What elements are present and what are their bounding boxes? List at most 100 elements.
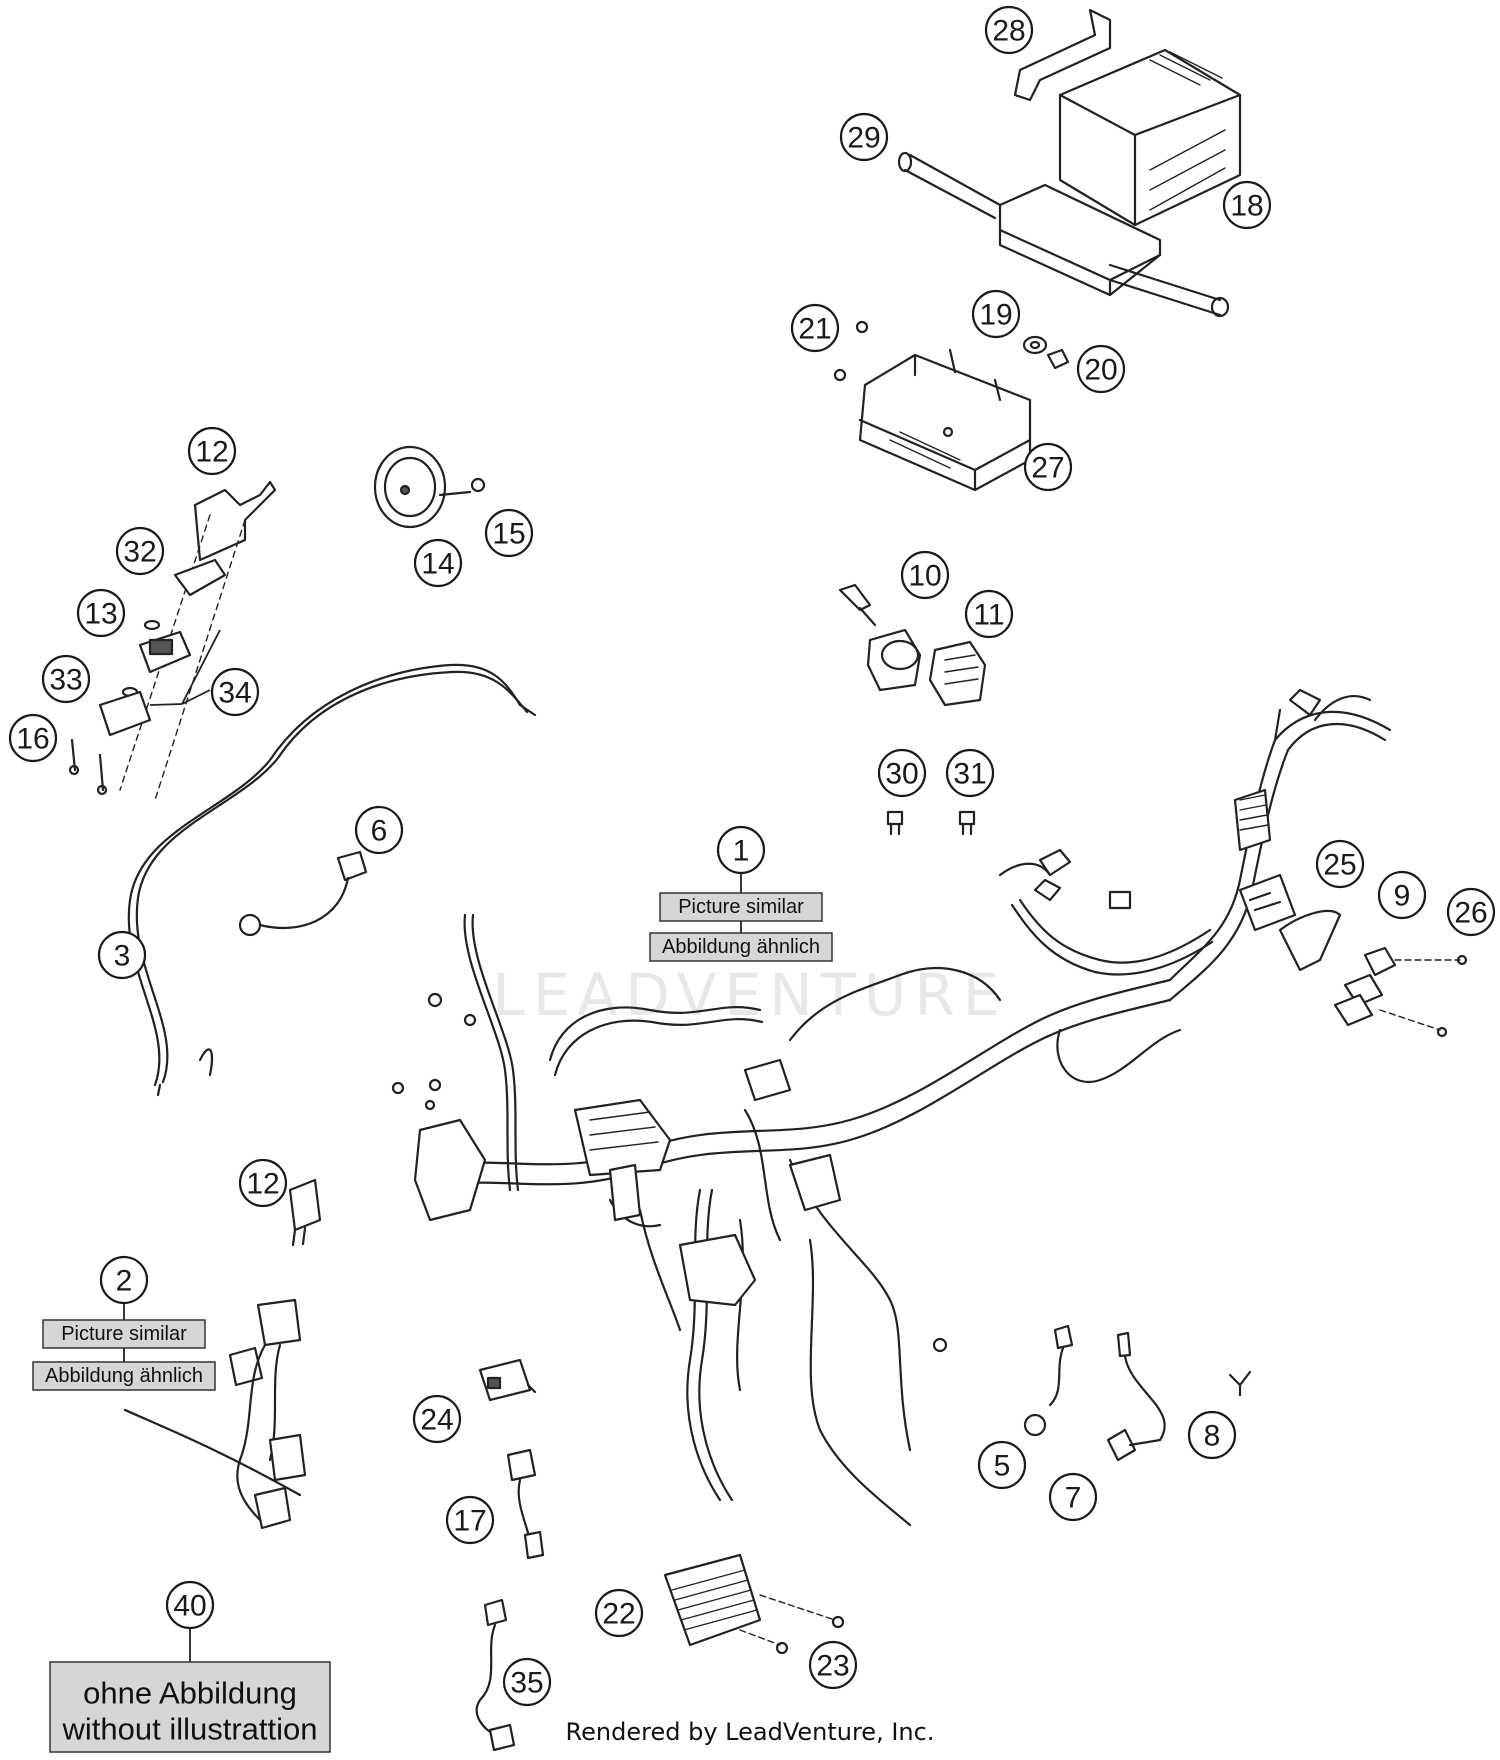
callout-24: 24 [412, 1394, 462, 1444]
sub-harness-part [123, 1298, 307, 1530]
svg-text:9: 9 [1394, 880, 1411, 913]
svg-text:15: 15 [492, 518, 525, 551]
svg-text:26: 26 [1454, 897, 1487, 930]
fuse-holder-part [1278, 910, 1468, 1038]
callout-30: 30 [877, 748, 927, 798]
callout-40: 40 [165, 1580, 215, 1630]
svg-text:3: 3 [114, 940, 131, 973]
sensor-5-part [1023, 1324, 1074, 1437]
svg-text:35: 35 [510, 1667, 543, 1700]
callout-1: 1 [716, 825, 766, 875]
battery-tray-part [833, 320, 1032, 492]
callout-17: 17 [445, 1495, 495, 1545]
svg-text:40: 40 [173, 1590, 206, 1623]
callout-12-top: 12 [187, 426, 237, 476]
switch-24-part [478, 1358, 537, 1402]
svg-text:22: 22 [602, 1598, 635, 1631]
callout-11: 11 [964, 589, 1014, 639]
callout-33: 33 [41, 654, 91, 704]
sensor-6-part [238, 850, 368, 937]
battery-cable-part [127, 663, 537, 1097]
svg-text:14: 14 [421, 548, 454, 581]
svg-text:17: 17 [453, 1505, 486, 1538]
svg-text:31: 31 [953, 758, 986, 791]
svg-text:29: 29 [847, 122, 880, 155]
callout-16: 16 [8, 713, 58, 763]
svg-text:without illustrattion: without illustrattion [61, 1712, 317, 1747]
fuse-parts [886, 810, 976, 836]
svg-text:Abbildung ähnlich: Abbildung ähnlich [45, 1365, 203, 1387]
svg-text:6: 6 [371, 815, 388, 848]
callout-5: 5 [977, 1440, 1027, 1490]
callout-28: 28 [984, 5, 1034, 55]
callout-18: 18 [1222, 180, 1272, 230]
battery-bracket-part [1013, 8, 1112, 102]
callout-10: 10 [900, 550, 950, 600]
svg-text:11: 11 [973, 599, 1004, 632]
svg-text:10: 10 [908, 560, 941, 593]
callout-9: 9 [1377, 870, 1427, 920]
rendered-by-credit: Rendered by LeadVenture, Inc. [566, 1718, 935, 1746]
horn-part [373, 445, 486, 529]
svg-text:28: 28 [992, 15, 1025, 48]
main-harness-part [391, 688, 1392, 1527]
callout-14: 14 [413, 538, 463, 588]
callout-25: 25 [1315, 839, 1365, 889]
callout-27: 27 [1023, 442, 1073, 492]
svg-text:30: 30 [885, 758, 918, 791]
callout-7: 7 [1048, 1472, 1098, 1522]
callout-29: 29 [839, 112, 889, 162]
battery-holder-part [897, 151, 1230, 318]
callout-34: 34 [210, 667, 260, 717]
svg-text:25: 25 [1323, 849, 1356, 882]
callout-23: 23 [808, 1640, 858, 1690]
washer-parts [1022, 335, 1070, 370]
regulator-part [663, 1553, 845, 1655]
svg-text:23: 23 [816, 1650, 849, 1683]
label-picture-similar-1: Picture similar [659, 892, 823, 922]
svg-text:7: 7 [1065, 1482, 1082, 1515]
relay-lower-part [288, 1178, 322, 1247]
svg-text:21: 21 [798, 313, 831, 346]
svg-text:27: 27 [1031, 452, 1064, 485]
callout-20: 20 [1076, 344, 1126, 394]
label-abbildung-1: Abbildung ähnlich [649, 932, 833, 962]
callout-21: 21 [790, 303, 840, 353]
label-abbildung-2: Abbildung ähnlich [32, 1361, 216, 1391]
callout-35: 35 [502, 1657, 552, 1707]
svg-text:32: 32 [123, 536, 156, 569]
svg-text:24: 24 [420, 1404, 453, 1437]
svg-text:18: 18 [1230, 190, 1263, 223]
svg-text:12: 12 [246, 1168, 279, 1201]
svg-text:16: 16 [16, 723, 49, 756]
socket-part [838, 583, 987, 707]
svg-text:19: 19 [979, 299, 1012, 332]
callout-12-lower: 12 [238, 1158, 288, 1208]
svg-text:Picture similar: Picture similar [678, 896, 804, 918]
callout-15: 15 [484, 508, 534, 558]
watermark-text: LEADVENTURE [493, 961, 1008, 1029]
svg-text:5: 5 [994, 1450, 1011, 1483]
svg-text:13: 13 [84, 598, 117, 631]
label-picture-similar-2: Picture similar [42, 1319, 206, 1349]
svg-text:1: 1 [733, 835, 750, 868]
callout-6: 6 [354, 805, 404, 855]
callout-2: 2 [99, 1255, 149, 1305]
sensor-8-part [1228, 1370, 1252, 1397]
svg-text:ohne Abbildung: ohne Abbildung [83, 1676, 297, 1711]
svg-text:Picture similar: Picture similar [61, 1323, 187, 1345]
leader-lines [123, 629, 742, 1662]
battery-part [1058, 48, 1242, 227]
callout-13: 13 [76, 588, 126, 638]
callout-19: 19 [971, 289, 1021, 339]
svg-text:33: 33 [49, 664, 82, 697]
callout-3: 3 [97, 930, 147, 980]
callout-31: 31 [945, 748, 995, 798]
svg-text:8: 8 [1204, 1420, 1221, 1453]
sensor-35-part [475, 1598, 516, 1752]
sensor-7-part [1106, 1331, 1166, 1462]
sensor-17-part [506, 1448, 545, 1560]
relay-bracket-stack [68, 480, 277, 801]
svg-text:20: 20 [1084, 354, 1117, 387]
